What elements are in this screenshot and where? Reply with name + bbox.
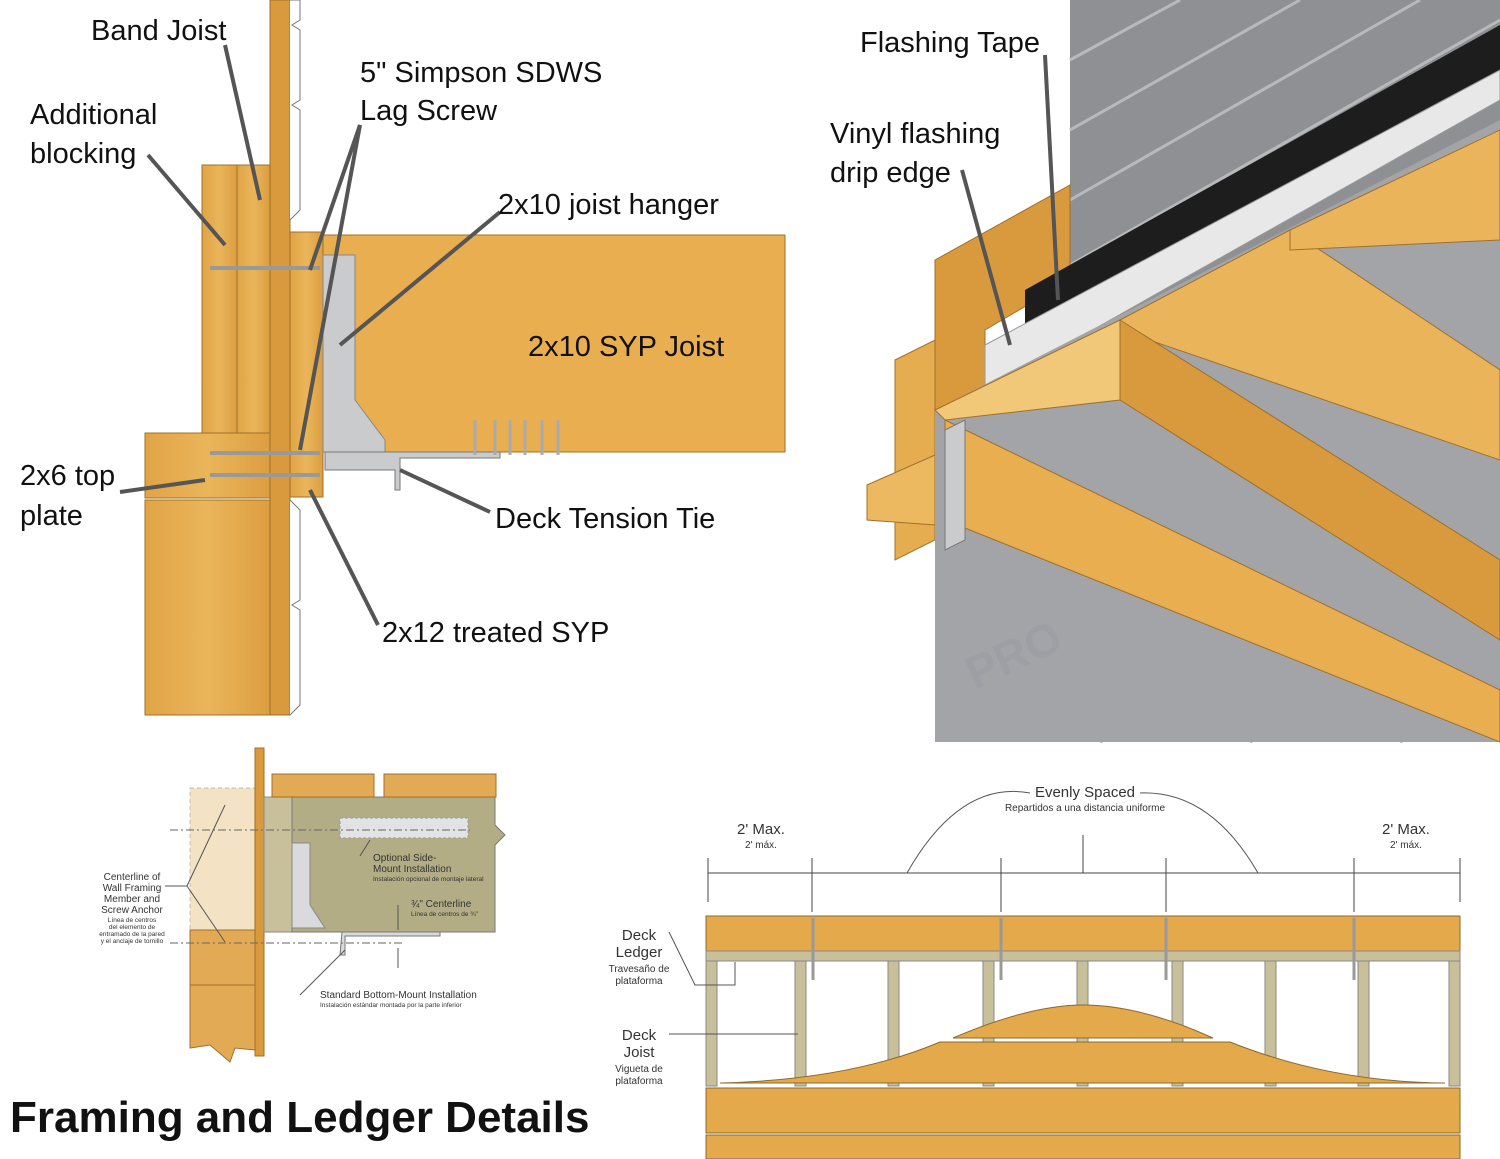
ledger-3d xyxy=(934,319,1121,421)
evenly-spaced-es: Repartidos a una distancia uniforme xyxy=(1005,803,1166,814)
label-top-plate-1: 2x6 top xyxy=(20,460,115,492)
tie-leaders xyxy=(165,804,399,996)
top-plate xyxy=(144,432,271,499)
centerline-es-3: entramado de la pared xyxy=(99,931,165,938)
label-drip-edge-2: drip edge xyxy=(830,157,951,189)
centerline-label-3: Member and xyxy=(104,894,160,905)
ledger-board-elev xyxy=(705,915,1461,952)
hanger-small xyxy=(291,842,326,929)
perspective-leaders xyxy=(960,54,1060,346)
ledger-es-2: plataforma xyxy=(615,976,663,987)
joist-hanger xyxy=(322,254,386,453)
ledger-board xyxy=(289,231,324,498)
centerline-label-2: Wall Framing xyxy=(103,883,162,894)
max-right-label: 2' Max. xyxy=(1382,821,1430,838)
centerline-es-4: y el anclaje de tornillo xyxy=(101,938,164,945)
label-lag-screw-1: 5" Simpson SDWS xyxy=(360,57,602,89)
wall-stud xyxy=(144,499,271,716)
label-top-plate-2: plate xyxy=(20,500,83,532)
siding-upper xyxy=(289,0,301,221)
max-left-label: 2' Max. xyxy=(737,821,785,838)
tension-tie xyxy=(324,451,501,491)
label-band-joist: Band Joist xyxy=(91,15,226,47)
spacing-detail: Evenly Spaced Repartidos a una distancia… xyxy=(609,784,1461,1159)
ledger-label-2: Ledger xyxy=(616,944,663,961)
siding-lower xyxy=(289,499,301,716)
page-title: Framing and Ledger Details xyxy=(10,1093,589,1142)
max-right-es: 2' máx. xyxy=(1390,840,1422,851)
joist-b xyxy=(1289,129,1500,251)
bottom-mount-label: Standard Bottom-Mount Installation xyxy=(320,990,477,1001)
drip-edge xyxy=(984,69,1500,386)
label-joist: 2x10 SYP Joist xyxy=(528,331,724,363)
bottom-mount-es: Instalación estándar montada por la part… xyxy=(320,1002,462,1009)
additional-blocking xyxy=(201,164,238,434)
stud-small xyxy=(189,984,256,1063)
band-joist xyxy=(236,164,271,434)
centerline-es-2: del elemento de xyxy=(109,924,156,931)
label-ledger: 2x12 treated SYP xyxy=(382,617,609,649)
joist-label-1: Deck xyxy=(622,1027,657,1044)
joist-es-2: plataforma xyxy=(615,1076,663,1087)
sheathing-small xyxy=(254,747,265,1057)
side-mount-tie xyxy=(339,817,469,839)
dimension-lines xyxy=(707,835,1461,912)
section-detail: Band Joist Additional blocking 5" Simpso… xyxy=(20,0,786,716)
three-quarter-label: ¾" Centerline xyxy=(411,899,472,910)
label-lag-screw-2: Lag Screw xyxy=(360,95,498,127)
side-mount-label-2: Mount Installation xyxy=(373,864,451,875)
label-drip-edge-1: Vinyl flashing xyxy=(830,118,1000,150)
sheathing-panel-lower xyxy=(719,1041,1446,1084)
centerline-label-1: Centerline of xyxy=(104,872,161,883)
lag-screws xyxy=(210,266,320,477)
label-tension-tie: Deck Tension Tie xyxy=(495,503,715,535)
hanger-3d xyxy=(944,419,966,551)
max-left-es: 2' máx. xyxy=(745,840,777,851)
nails xyxy=(473,420,560,455)
evenly-spaced-arc xyxy=(906,791,1259,874)
decking-1 xyxy=(271,773,375,798)
decking-2 xyxy=(383,773,497,798)
ledger-es-1: Travesaño de xyxy=(609,964,670,975)
ledger-small xyxy=(263,796,293,933)
spacing-leaders xyxy=(668,931,798,1035)
side-mount-es: Instalación opcional de montaje lateral xyxy=(373,876,484,883)
label-additional-blocking-2: blocking xyxy=(30,138,136,170)
label-additional-blocking-1: Additional xyxy=(30,99,157,131)
three-quarter-es: Línea de centros de ¾" xyxy=(411,911,479,918)
ledger-label-1: Deck xyxy=(622,927,657,944)
joist xyxy=(322,234,786,453)
label-joist-hanger: 2x10 joist hanger xyxy=(498,189,719,221)
joist-es-1: Vigueta de xyxy=(615,1064,663,1075)
evenly-spaced-label: Evenly Spaced xyxy=(1035,784,1135,801)
post xyxy=(894,339,936,561)
tension-tie-detail: Centerline of Wall Framing Member and Sc… xyxy=(99,747,506,1063)
ledger-screws xyxy=(811,918,1356,980)
sheathing-panel-upper xyxy=(952,1004,1214,1039)
side-mount-label-1: Optional Side- xyxy=(373,853,436,864)
label-flashing-tape: Flashing Tape xyxy=(860,27,1040,59)
sheathing xyxy=(269,0,291,716)
leader-lines xyxy=(119,44,502,626)
perspective-detail: PRO Flashing Tape Vinyl flashing drip ed… xyxy=(830,0,1500,744)
decking-elev xyxy=(705,1134,1461,1159)
centerline-label-4: Screw Anchor xyxy=(101,905,163,916)
joist-label-2: Joist xyxy=(624,1044,656,1061)
band-elev xyxy=(705,950,1461,962)
rim-elev xyxy=(705,1087,1461,1134)
centerline-es-1: Línea de centros xyxy=(108,917,157,924)
